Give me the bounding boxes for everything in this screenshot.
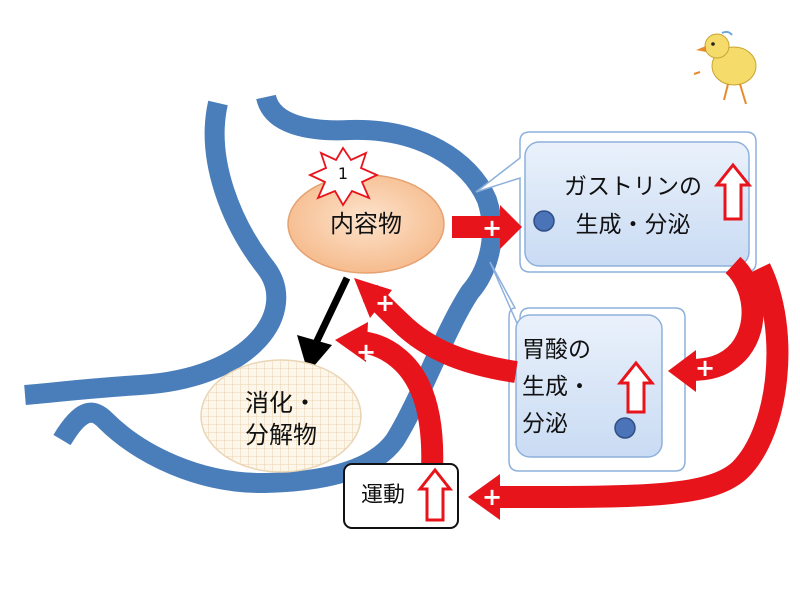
arrow-gastrin-to-acid-head	[668, 350, 696, 392]
gastrin-box	[524, 141, 750, 267]
arrow-gastrin-to-acid	[689, 256, 764, 381]
burst-icon	[307, 146, 380, 207]
acid-label: 胃酸の 生成・ 分泌	[522, 332, 622, 443]
digested-oval	[200, 359, 362, 473]
plus-sign-gastrin-motility: +	[481, 483, 503, 511]
cell-dot-icon-acid	[614, 417, 636, 439]
arrow-acid-to-contents-head	[354, 278, 392, 318]
arrow-digestion-shaft	[312, 276, 351, 345]
acid-line1: 胃酸の	[522, 337, 591, 363]
contents-label: 内容物	[330, 210, 402, 238]
badge-number: 1	[337, 164, 349, 183]
gastrin-label: ガストリンの 生成・分泌	[548, 168, 718, 244]
digested-line2: 分解物	[245, 421, 317, 450]
plus-sign-gastrin-acid: +	[694, 354, 716, 382]
arrow-gastrin-to-motility	[499, 263, 789, 509]
stomach-inner-wall	[53, 93, 502, 494]
arrow-contents-to-gastrin-head	[500, 205, 522, 249]
arrow-contents-to-gastrin-shaft	[452, 216, 504, 238]
feedback-arrows	[335, 205, 789, 520]
up-arrow-icon-acid	[616, 360, 656, 414]
acid-line3: 分泌	[522, 411, 568, 437]
stomach-outer-wall	[24, 100, 287, 405]
arrow-motility-to-contents-head	[335, 322, 368, 362]
arrow-gastrin-to-motility-head	[468, 474, 500, 520]
gastrin-line1: ガストリンの	[564, 174, 702, 200]
digested-label: 消化・ 分解物	[216, 387, 346, 452]
cell-dot-icon-gastrin	[533, 210, 555, 232]
up-arrow-icon-motility	[416, 467, 454, 522]
acid-line2: 生成・	[522, 374, 591, 400]
arrow-motility-to-contents	[358, 331, 444, 471]
motility-label: 運動	[360, 483, 405, 508]
plus-sign-contents-gastrin: +	[481, 214, 503, 242]
chick-icon	[693, 30, 757, 105]
plus-sign-motility-contents: +	[355, 338, 377, 366]
up-arrow-icon-gastrin	[713, 162, 753, 221]
plus-sign-acid-contents: +	[374, 289, 396, 317]
digested-line1: 消化・	[245, 389, 317, 417]
stomach-outline	[24, 93, 502, 494]
gastrin-line2: 生成・分泌	[575, 212, 691, 238]
